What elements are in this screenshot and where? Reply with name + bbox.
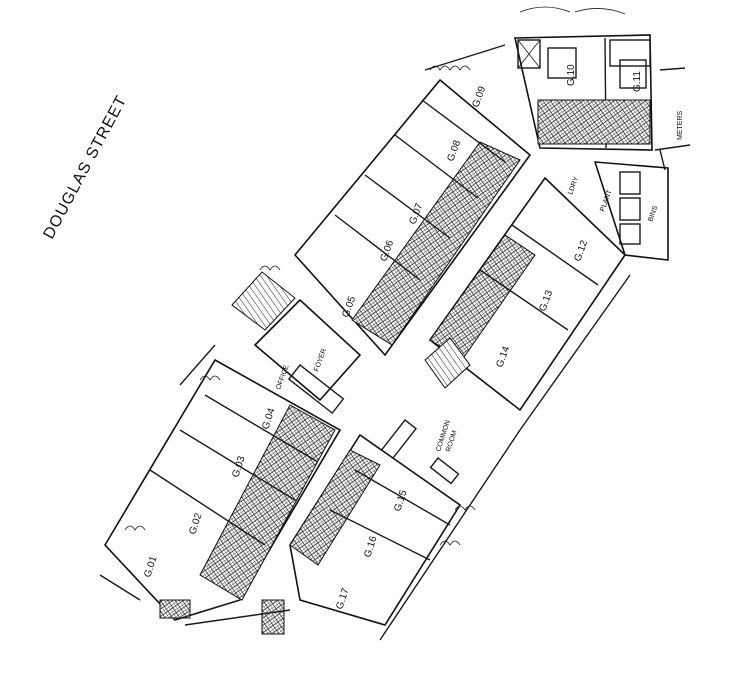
meters-label: METERS xyxy=(677,111,684,141)
site-boundary xyxy=(99,6,666,641)
unit-label-g10: G.10 xyxy=(566,64,577,86)
service-area: LDRY PLANT BINS xyxy=(567,161,669,261)
foyer-area: FOYER OFFICE xyxy=(253,298,362,415)
office-label: OFFICE xyxy=(275,364,290,391)
entry-stairs xyxy=(231,271,296,331)
wing-northeast: G.12 G.13 G.14 xyxy=(424,176,627,412)
unit-label-g09: G.09 xyxy=(470,84,488,109)
laundry-label: LDRY xyxy=(567,176,580,196)
wing-northwest: G.05 G.06 G.07 G.08 G.09 xyxy=(293,78,532,357)
unit-label-g11: G.11 xyxy=(632,71,643,92)
wing-southwest: G.01 G.02 G.03 G.04 xyxy=(104,358,342,621)
street-label: DOUGLAS STREET xyxy=(41,93,131,242)
landscaping xyxy=(124,65,476,546)
wing-southeast: G.15 G.16 G.17 xyxy=(261,433,462,635)
north-block: G.10 G.11 METERS xyxy=(514,34,691,151)
